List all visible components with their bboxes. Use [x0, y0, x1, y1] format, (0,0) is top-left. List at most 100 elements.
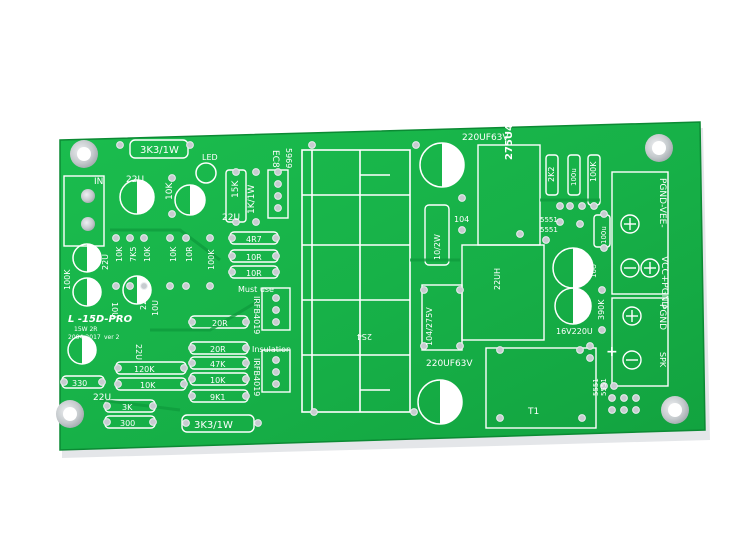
- label-r15k: 15K: [231, 180, 241, 198]
- terminal-pads: [620, 214, 660, 370]
- label-r300: 300: [120, 419, 135, 428]
- label-r2k2: 2K2: [547, 167, 556, 182]
- label-r10k-f: 10K: [140, 381, 156, 390]
- label-c10u-a: 10U: [110, 302, 119, 318]
- label-vcc-pgnd: VCC+PGND: [659, 256, 669, 308]
- pad: [274, 192, 282, 200]
- label-c5551-d: 5551: [600, 378, 608, 396]
- pad: [272, 306, 280, 314]
- pad: [112, 282, 120, 290]
- pad: [242, 359, 250, 367]
- label-r20r-b: 20R: [210, 345, 226, 354]
- label-r10r-a: 10R: [185, 246, 194, 262]
- label-cap-top: 220UF63V: [462, 133, 509, 143]
- label-r100k-b: 100K: [207, 249, 216, 270]
- pad: [600, 210, 608, 218]
- pad: [252, 168, 260, 176]
- pad: [412, 141, 420, 149]
- pad: [576, 220, 584, 228]
- pad: [103, 402, 111, 410]
- pad: [608, 394, 616, 402]
- label-insulation: Insulation: [252, 345, 291, 354]
- pad: [166, 234, 174, 242]
- label-r4r7: 4R7: [246, 235, 262, 244]
- pad: [272, 234, 280, 242]
- label-c16v: 16V220U: [556, 327, 593, 336]
- pad: [608, 406, 616, 414]
- pad: [126, 234, 134, 242]
- label-c22u-c: 22U: [93, 393, 111, 403]
- pad: [410, 408, 418, 416]
- label-c22u-d: 22U: [101, 254, 110, 270]
- pad: [578, 202, 586, 210]
- label-r120k: 120K: [134, 365, 155, 374]
- label-r3k: 3K: [122, 403, 133, 412]
- pad: [420, 286, 428, 294]
- label-r47k: 47K: [210, 360, 226, 369]
- pad: [140, 282, 148, 290]
- label-r100k-c: 100K: [589, 161, 598, 182]
- label-r10r-c: 10R: [246, 269, 262, 278]
- label-r1k: 1K/1W: [247, 185, 257, 214]
- pad: [206, 234, 214, 242]
- label-r10k-d: 10K: [169, 246, 178, 262]
- pad: [272, 368, 280, 376]
- pad: [242, 318, 250, 326]
- label-spk: SPK: [658, 352, 667, 368]
- mounting-hole-bottom-left: [56, 400, 84, 428]
- label-c104-b: 104/275V: [425, 307, 434, 346]
- label-c10u-b: 10U: [151, 300, 160, 316]
- label-r7k5: 7K5: [129, 247, 138, 262]
- pad: [272, 294, 280, 302]
- pad: [114, 364, 122, 372]
- pad: [252, 218, 260, 226]
- pad: [458, 226, 466, 234]
- pad: [458, 194, 466, 202]
- pad: [310, 408, 318, 416]
- pad: [632, 406, 640, 414]
- pad: [228, 234, 236, 242]
- pad: [242, 344, 250, 352]
- pad: [188, 318, 196, 326]
- pad: [456, 286, 464, 294]
- label-ec8: EC8: [270, 150, 280, 168]
- pad: [228, 252, 236, 260]
- pad: [272, 268, 280, 276]
- pad: [600, 382, 608, 390]
- pad: [632, 394, 640, 402]
- pad: [586, 354, 594, 362]
- pad: [272, 318, 280, 326]
- pad: [182, 282, 190, 290]
- pad: [274, 180, 282, 188]
- pad: [586, 342, 594, 350]
- label-sub: 15W 2R: [74, 326, 97, 333]
- label-c10u-c: 10U: [590, 264, 598, 278]
- pad: [126, 282, 134, 290]
- pad: [600, 244, 608, 252]
- pad: [188, 392, 196, 400]
- pad: [590, 202, 598, 210]
- pad: [576, 346, 584, 354]
- pad: [242, 375, 250, 383]
- pad: [228, 268, 236, 276]
- pad: [180, 364, 188, 372]
- label-c275: 275U474: [504, 110, 515, 160]
- label-c5551-b: 5551: [540, 226, 558, 234]
- pad: [272, 356, 280, 364]
- label-r-top: 3K3/1W: [140, 145, 179, 156]
- label-c100u-b: 100u: [600, 226, 608, 244]
- label-r-bottom: 3K3/1W: [194, 420, 233, 431]
- pad: [232, 218, 240, 226]
- pad: [556, 218, 564, 226]
- label-version: ver 2: [104, 334, 120, 341]
- label-r10k-a: 10K: [165, 182, 175, 200]
- pad: [620, 406, 628, 414]
- pad: [182, 234, 190, 242]
- through-hole-pads: [60, 141, 640, 427]
- pad: [456, 342, 464, 350]
- silkscreen-labels: 3K3/1W 3K3/1W IN 22U 22U 22U LED 10K 15K…: [63, 110, 669, 431]
- pad: [242, 392, 250, 400]
- label-r20r-a: 20R: [212, 319, 228, 328]
- label-r9k1: 9K1: [210, 393, 225, 402]
- label-r100k-a: 100K: [63, 269, 72, 290]
